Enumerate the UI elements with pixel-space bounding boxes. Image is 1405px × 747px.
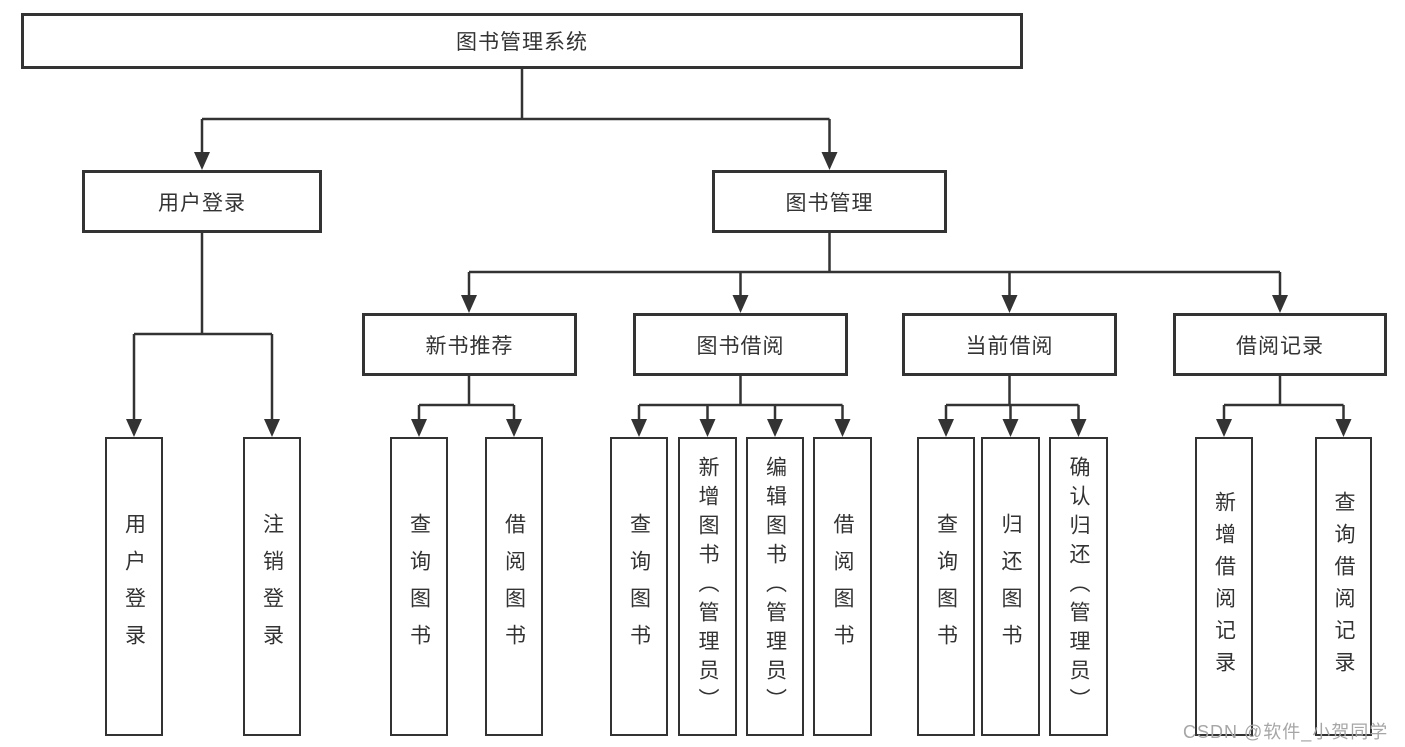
leaf-current-return-books: 归还图书 (981, 437, 1040, 736)
leaf-label: 借阅图书 (831, 512, 854, 661)
node-borrowing-records: 借阅记录 (1173, 313, 1387, 376)
leaf-current-confirm-return-admin: 确认归还（管理员） (1049, 437, 1108, 736)
csdn-watermark: CSDN @软件_小贺同学 (1183, 722, 1389, 742)
node-label: 借阅记录 (1236, 334, 1324, 358)
leaf-label: 借阅图书 (502, 512, 526, 661)
node-label: 图书借阅 (696, 334, 785, 358)
leaf-label: 编辑图书（管理员） (763, 456, 787, 717)
node-label: 图书管理 (785, 191, 874, 215)
node-label: 新书推荐 (425, 334, 514, 358)
node-new-book-recommend: 新书推荐 (362, 313, 577, 376)
leaf-records-add-record: 新增借阅记录 (1195, 437, 1253, 736)
leaf-label: 新增图书（管理员） (696, 456, 719, 717)
leaf-borrowing-edit-books-admin: 编辑图书（管理员） (746, 437, 804, 736)
node-user-login: 用户登录 (82, 170, 322, 233)
leaf-label: 查询图书 (627, 512, 651, 661)
leaf-borrowing-query-books: 查询图书 (610, 437, 668, 736)
node-label: 当前借阅 (965, 334, 1054, 358)
leaf-current-query-books: 查询图书 (917, 437, 975, 736)
leaf-recommend-query-books: 查询图书 (390, 437, 448, 736)
node-library-management-system: 图书管理系统 (21, 13, 1023, 69)
node-book-borrowing: 图书借阅 (633, 313, 848, 376)
leaf-label: 新增借阅记录 (1212, 490, 1236, 683)
leaf-logout: 注销登录 (243, 437, 301, 736)
leaf-label: 查询借阅记录 (1332, 490, 1355, 683)
leaf-label: 用户登录 (122, 512, 146, 661)
leaf-borrowing-borrow-books: 借阅图书 (813, 437, 872, 736)
node-label: 图书管理系统 (456, 31, 588, 54)
node-label: 用户登录 (158, 191, 246, 215)
leaf-label: 注销登录 (260, 512, 284, 661)
node-book-management: 图书管理 (712, 170, 947, 233)
leaf-records-query-record: 查询借阅记录 (1315, 437, 1372, 736)
leaf-borrowing-add-books-admin: 新增图书（管理员） (678, 437, 737, 736)
leaf-user-login: 用户登录 (105, 437, 163, 736)
node-current-borrowing: 当前借阅 (902, 313, 1117, 376)
leaf-recommend-borrow-books: 借阅图书 (485, 437, 543, 736)
leaf-label: 归还图书 (999, 512, 1022, 661)
leaf-label: 查询图书 (407, 512, 431, 661)
leaf-label: 查询图书 (934, 512, 958, 661)
leaf-label: 确认归还（管理员） (1067, 456, 1090, 717)
